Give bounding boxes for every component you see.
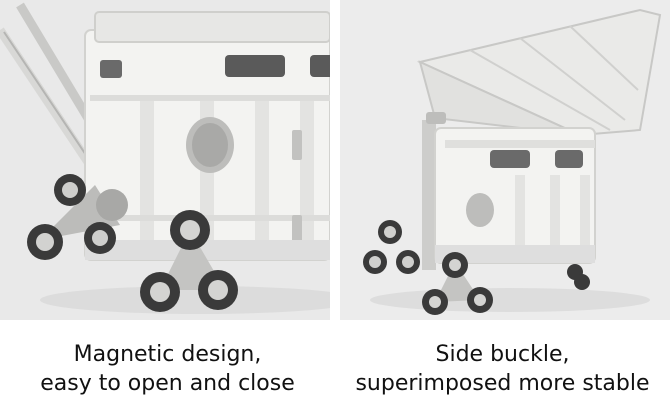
cart-body	[84, 11, 330, 261]
stair-wheel-front	[140, 210, 238, 312]
stair-wheel-rear	[27, 174, 128, 260]
right-product-photo	[340, 0, 670, 320]
casters	[567, 264, 590, 290]
left-caption-line1: Magnetic design,	[73, 342, 262, 367]
cart-body-right	[434, 127, 596, 264]
left-product-photo	[0, 0, 330, 320]
right-caption: Side buckle, superimposed more stable	[335, 340, 670, 398]
trolley-handle-right	[422, 112, 446, 270]
open-lid-cart-illustration	[363, 8, 662, 315]
closed-cart-illustration	[0, 2, 330, 314]
left-caption: Magnetic design, easy to open and close	[0, 340, 335, 398]
right-caption-line1: Side buckle,	[435, 342, 570, 367]
right-caption-line2: superimposed more stable	[355, 371, 650, 396]
stair-wheels-right	[363, 220, 493, 315]
open-lid	[416, 8, 662, 137]
left-caption-line2: easy to open and close	[40, 371, 295, 396]
